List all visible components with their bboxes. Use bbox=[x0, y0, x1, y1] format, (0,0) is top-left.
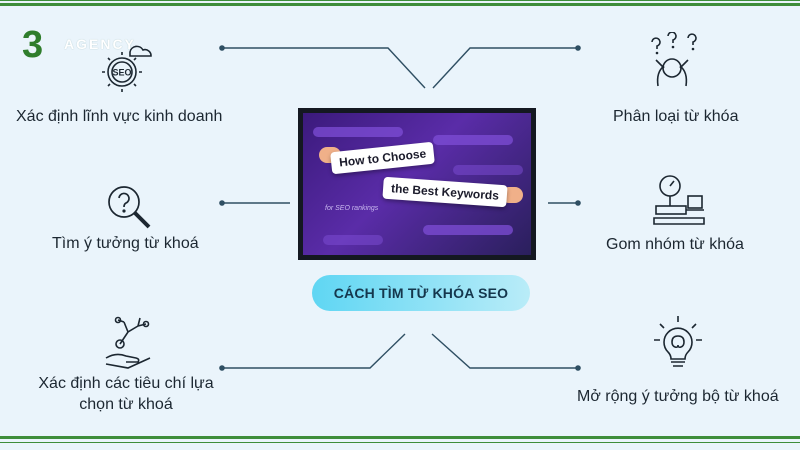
item-right-bottom-label: Mở rộng ý tưởng bộ từ khoá bbox=[577, 388, 779, 405]
weighing-scale-icon bbox=[653, 175, 705, 225]
connector-right-bottom bbox=[431, 333, 578, 369]
item-left-mid-label: Tìm ý tưởng từ khoá bbox=[52, 235, 199, 252]
question-magnifier-icon bbox=[108, 186, 151, 229]
logo-number: 3 bbox=[22, 24, 43, 66]
item-right-top-label: Phân loại từ khóa bbox=[613, 108, 739, 125]
connector-dot-left-bottom bbox=[219, 365, 225, 371]
hand-network-icon bbox=[105, 316, 151, 369]
thumbnail-bar bbox=[453, 165, 523, 175]
thumbnail-bar bbox=[433, 135, 513, 145]
thumbnail-bar bbox=[323, 235, 383, 245]
connector-dot-right-mid bbox=[575, 200, 581, 206]
bottom-border-stripe bbox=[0, 436, 800, 439]
thumbnail-card-top: How to Choose bbox=[330, 141, 436, 175]
cta-pill: CÁCH TÌM TỪ KHÓA SEO bbox=[312, 275, 530, 311]
seo-gear-cloud-icon: SEO bbox=[102, 45, 152, 92]
connector-dot-right-bottom bbox=[575, 365, 581, 371]
lightbulb-brain-icon bbox=[654, 316, 702, 367]
item-left-bottom-label-line2: chọn từ khoá bbox=[79, 396, 173, 413]
item-left-top-label: Xác định lĩnh vực kinh doanh bbox=[16, 108, 223, 125]
brand-logo: 3 AGENCY bbox=[22, 26, 142, 66]
thumbnail-bar bbox=[423, 225, 513, 235]
thumbnail-background: How to Choose the Best Keywords for SEO … bbox=[303, 113, 531, 255]
thumbnail-card-bottom: the Best Keywords bbox=[382, 176, 508, 208]
thumbnail-caption: for SEO rankings bbox=[325, 205, 379, 212]
connector-left-top bbox=[222, 47, 426, 89]
connector-dot-left-top bbox=[219, 45, 225, 51]
logo-word: AGENCY bbox=[64, 36, 136, 52]
item-left-bottom-label-line1: Xác định các tiêu chí lựa bbox=[38, 375, 214, 392]
thumbnail-bar bbox=[313, 127, 403, 137]
connector-dot-left-mid bbox=[219, 200, 225, 206]
connector-right-top bbox=[432, 47, 578, 89]
connector-left-bottom bbox=[222, 333, 406, 369]
seo-icon-text: SEO bbox=[112, 68, 131, 78]
item-right-mid-label: Gom nhóm từ khóa bbox=[606, 236, 744, 253]
cta-label: CÁCH TÌM TỪ KHÓA SEO bbox=[333, 285, 509, 301]
bottom-border-line bbox=[0, 442, 800, 443]
top-border-line bbox=[0, 0, 800, 1]
connector-dot-right-top bbox=[575, 45, 581, 51]
top-border-stripe bbox=[0, 3, 800, 6]
center-thumbnail: How to Choose the Best Keywords for SEO … bbox=[298, 108, 536, 260]
confused-person-icon bbox=[651, 32, 697, 87]
